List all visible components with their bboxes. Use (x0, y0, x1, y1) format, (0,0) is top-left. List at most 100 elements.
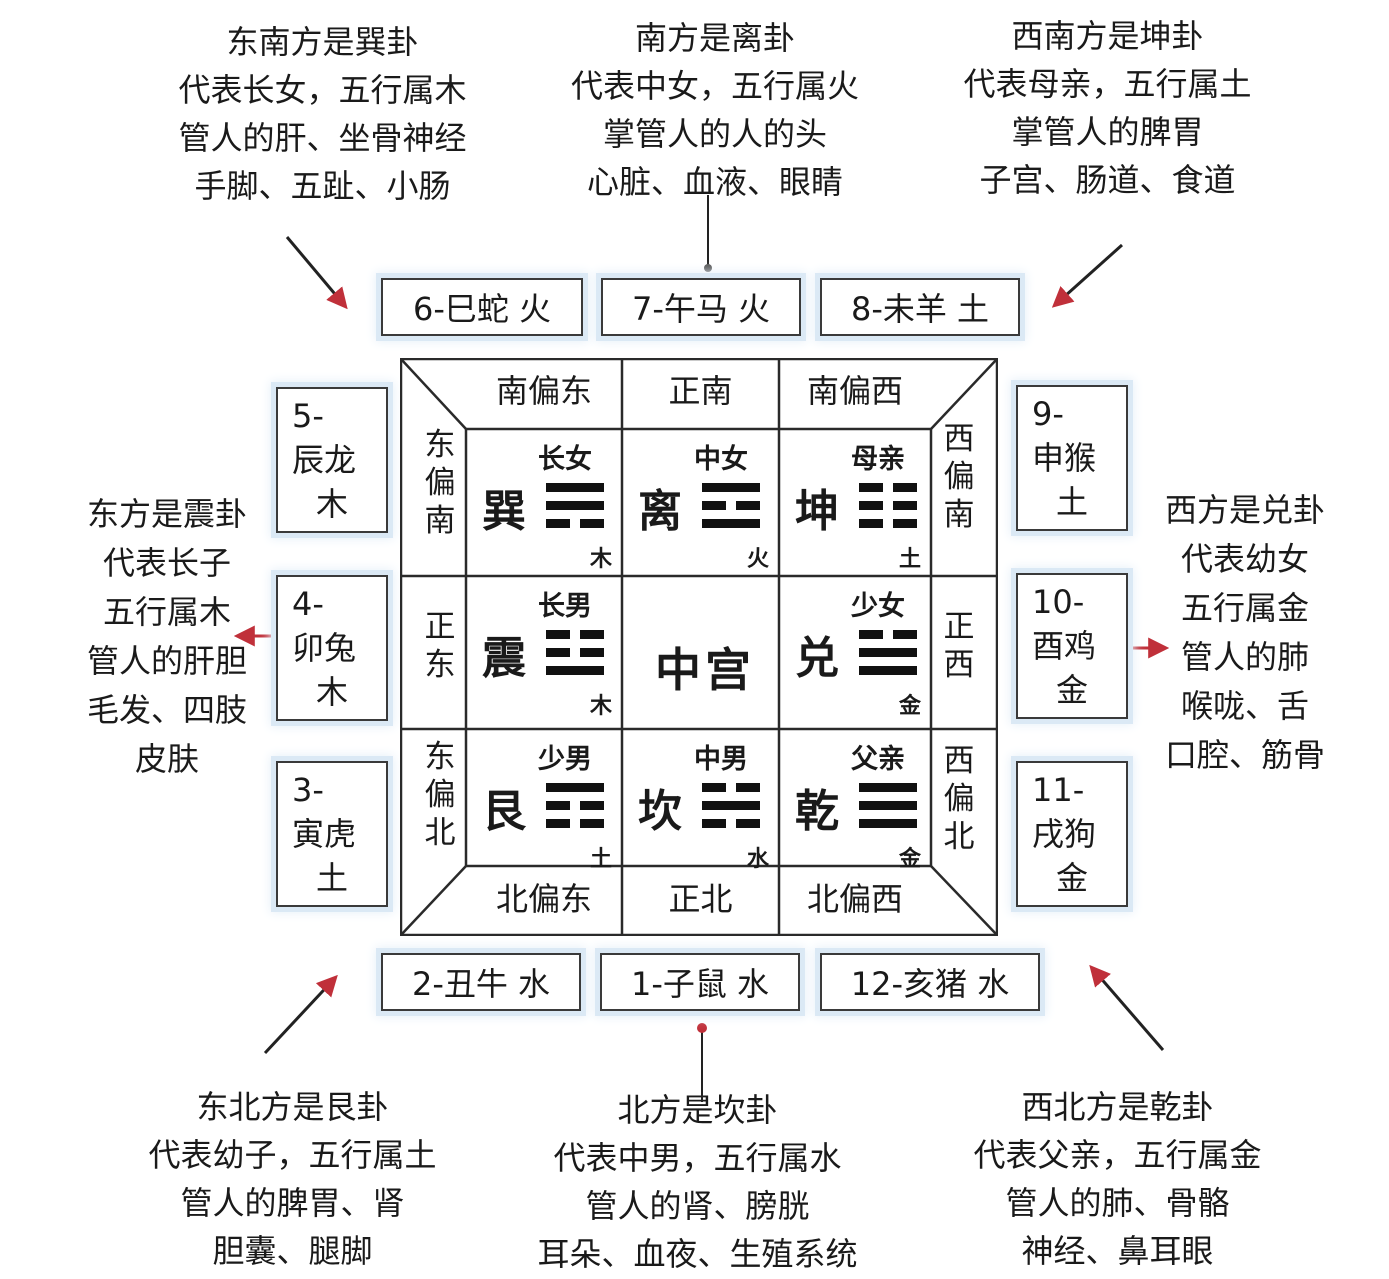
line-segment (580, 630, 604, 639)
trigram-name: 震 (482, 633, 526, 684)
line-segment (546, 630, 570, 639)
note-west: 西方是兑卦 代表幼女 五行属金 管人的肺 喉咙、舌 口腔、筋骨 (1140, 486, 1350, 780)
zodiac-box-dragon: 5- 辰龙 木 (276, 387, 388, 533)
zodiac-box-tiger: 3- 寅虎 土 (276, 761, 388, 907)
line-segment (859, 630, 883, 639)
trigram-cell: 坤母亲土 (779, 429, 931, 577)
trigram-symbol (702, 783, 760, 837)
zodiac-label: 8-未羊 土 (850, 290, 990, 328)
note-line: 西方是兑卦 (1164, 491, 1325, 529)
line-segment (859, 666, 917, 675)
zodiac-elem: 金 (1055, 671, 1088, 709)
zodiac-elem: 木 (315, 485, 348, 523)
note-southeast: 东南方是巽卦 代表长女，五行属木 管人的肝、坐骨神经 手脚、五趾、小肠 (150, 18, 495, 210)
zodiac-box-pig: 12-亥猪 水 (820, 953, 1040, 1011)
line-segment (736, 783, 760, 792)
line-segment (893, 519, 917, 528)
trigram-cell: 震长男木 (466, 576, 622, 724)
direction-east: 正东 (424, 609, 456, 683)
trigram-element: 土 (590, 847, 613, 872)
direction-north-east: 北偏东 (495, 880, 592, 918)
direction-east-south: 东偏南 (424, 427, 456, 539)
line-segment (580, 801, 604, 810)
zodiac-elem: 金 (1055, 859, 1088, 897)
trigram-name: 艮 (482, 786, 526, 837)
trigram-name: 乾 (795, 786, 839, 837)
line-segment (702, 783, 726, 792)
zodiac-animal: 辰龙 (292, 441, 357, 479)
trigram-symbol (546, 783, 604, 837)
line-segment (859, 819, 917, 828)
yin-line (859, 501, 917, 510)
yin-line (546, 630, 604, 639)
zodiac-elem: 土 (315, 859, 348, 897)
zodiac-box-rabbit: 4- 卯兔 木 (276, 575, 388, 721)
line-segment (859, 648, 917, 657)
zodiac-box-ox: 2-丑牛 水 (381, 953, 581, 1011)
note-line: 东北方是艮卦 (196, 1088, 389, 1126)
line-segment (893, 501, 917, 510)
yin-line (546, 819, 604, 828)
trigram-family-role: 中男 (694, 744, 748, 775)
zodiac-box-rooster: 10- 酉鸡 金 (1016, 573, 1128, 719)
zodiac-box-snake: 6-巳蛇 火 (381, 278, 583, 336)
yang-line (546, 483, 604, 492)
line-segment (736, 501, 760, 510)
zodiac-num: 10- (1032, 583, 1085, 621)
zodiac-animal: 卯兔 (292, 629, 357, 667)
direction-west: 正西 (943, 609, 975, 683)
trigram-element: 土 (899, 547, 922, 572)
trigram-symbol (546, 483, 604, 537)
note-line: 代表长子 (102, 544, 231, 582)
line-segment (859, 483, 883, 492)
line-segment (859, 501, 883, 510)
note-line: 子宫、肠道、食道 (979, 161, 1236, 199)
zodiac-animal: 申猴 (1032, 439, 1097, 477)
trigram-element: 木 (590, 694, 613, 719)
line-segment (546, 666, 604, 675)
note-line: 毛发、四肢 (86, 691, 247, 729)
line-segment (580, 819, 604, 828)
trigram-name: 坤 (795, 486, 839, 537)
yin-line (702, 819, 760, 828)
yang-line (859, 666, 917, 675)
direction-south-west: 南偏西 (806, 372, 903, 410)
zodiac-label: 1-子鼠 水 (630, 965, 770, 1003)
zodiac-box-dog: 11- 戌狗 金 (1016, 761, 1128, 907)
note-line: 管人的肺 (1180, 638, 1309, 676)
line-segment (702, 483, 760, 492)
yin-line (702, 783, 760, 792)
trigram-element: 木 (590, 547, 613, 572)
zodiac-animal: 戌狗 (1032, 815, 1097, 853)
zodiac-elem: 木 (315, 673, 348, 711)
arrow-southwest (1051, 243, 1124, 308)
trigram-name: 离 (638, 486, 682, 537)
yang-line (702, 519, 760, 528)
trigram-cell: 离中女火 (622, 429, 779, 577)
zodiac-num: 3- (292, 771, 324, 809)
trigram-name: 巽 (482, 486, 526, 537)
line-segment (580, 648, 604, 657)
trigram-symbol (859, 630, 917, 684)
trigram-symbol (859, 483, 917, 537)
note-south: 南方是离卦 代表中女，五行属火 掌管人的人的头 心脏、血液、眼睛 (545, 14, 885, 206)
zodiac-animal: 寅虎 (292, 815, 357, 853)
direction-south-east: 南偏东 (495, 372, 592, 410)
note-line: 五行属金 (1180, 589, 1309, 627)
zodiac-label: 7-午马 火 (631, 290, 771, 328)
note-line: 管人的脾胃、肾 (180, 1184, 405, 1222)
arrow-southeast (285, 236, 348, 310)
trigram-family-role: 少女 (851, 591, 905, 622)
trigram-name: 兑 (795, 633, 839, 684)
trigram-element: 火 (747, 547, 770, 572)
note-line: 胆囊、腿脚 (212, 1232, 373, 1270)
arrow-northeast (263, 974, 338, 1055)
note-line: 口腔、筋骨 (1164, 736, 1325, 774)
trigram-cell: 乾父亲金 (779, 729, 931, 877)
trigram-cell: 坎中男水 (622, 729, 779, 877)
note-line: 北方是坎卦 (617, 1091, 778, 1129)
yang-line (702, 801, 760, 810)
note-line: 喉咙、舌 (1180, 687, 1309, 725)
zodiac-animal: 酉鸡 (1032, 627, 1097, 665)
note-line: 代表父亲，五行属金 (973, 1136, 1262, 1174)
